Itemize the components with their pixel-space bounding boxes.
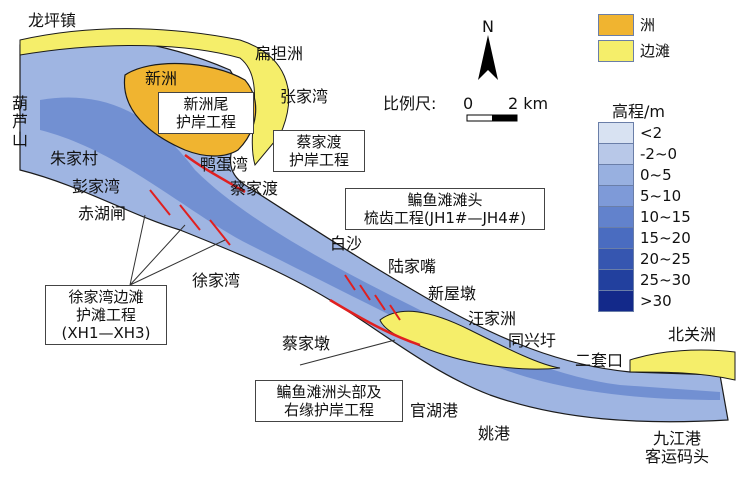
legend-elev-swatch [598,143,634,165]
legend-elev-swatch [598,164,634,186]
legend-elev-swatch [598,248,634,270]
label-tongxingyu: 同兴圩 [508,331,557,350]
river-deep-channel [40,97,720,400]
legend-elev-swatch [598,227,634,249]
legend-elev-label: 15~20 [640,229,691,247]
legend-elev-swatch [598,269,634,291]
label-zhangjiawan: 张家湾 [280,87,329,106]
label-beiguanzhou: 北关洲 [668,325,717,344]
legend-elev-swatch [598,206,634,228]
label-wangjiazhou: 汪家洲 [468,309,517,328]
legend-elev-title: 高程/m [612,102,665,121]
leader-lines [129,214,396,366]
callout-bianyu-head: 鳊鱼滩滩头 梳齿工程(JH1#—JH4#) [345,188,545,230]
north-arrow-icon [478,35,498,80]
legend-elev-label: -2~0 [640,145,678,163]
callout-xujiawan-work: 徐家湾边滩 护滩工程 (XH1—XH3) [45,285,167,345]
label-hulu: 葫 芦 山 [12,94,29,149]
label-caijiadun: 蔡家墩 [282,334,331,353]
legend-elev-label: 20~25 [640,250,691,268]
label-xinzhou: 新洲 [145,69,178,88]
legend-land-swatch-biantan [598,40,634,62]
scale-two: 2 km [508,94,549,113]
north-label: N [482,17,494,36]
groyne-xh [149,189,231,246]
legend-land-swatch-zhou [598,14,634,36]
groyne-jh [344,274,401,321]
label-chihuzha: 赤湖闸 [78,204,127,223]
legend-elev-label: 10~15 [640,208,691,226]
revetment-bianyu [329,298,421,347]
legend-elev-label: 0~5 [640,166,672,184]
label-zhujiacun: 朱家村 [50,149,99,168]
label-jiujiang: 九江港 客运码头 [645,429,710,466]
sandbar-east [629,349,736,381]
label-caijiadu: 蔡家渡 [230,179,279,198]
label-guanhugang: 官湖港 [410,401,459,420]
legend-elev-label: <2 [640,124,663,142]
label-xinwudun: 新屋墩 [428,284,477,303]
legend-elev-label: 25~30 [640,271,691,289]
label-xujiawan: 徐家湾 [192,271,241,290]
label-biandanzhou: 扁担洲 [255,44,304,63]
bianyu-shoal [379,310,561,370]
label-yaogang: 姚港 [478,424,511,443]
callout-bianyu-zhou: 鳊鱼滩洲头部及 右缘护岸工程 [255,380,403,422]
label-ertaokou: 二套口 [575,351,624,370]
legend-land-label-zhou: 洲 [640,16,656,34]
label-lujiazui: 陆家嘴 [388,257,437,276]
legend-land: 洲 边滩 [598,12,708,62]
scale-zero: 0 [463,94,474,113]
revetment-xinzhouwei [184,153,246,194]
callout-xinzhouwei: 新洲尾 护岸工程 [158,92,254,134]
label-baisha: 白沙 [330,234,363,253]
legend-elev-label: 5~10 [640,187,682,205]
legend-elev-swatch [598,290,634,312]
label-pengjiawan: 彭家湾 [72,177,121,196]
legend-land-label-biantan: 边滩 [640,42,671,60]
sandbar-north [19,28,290,167]
legend-elev-label: >30 [640,292,672,310]
legend-elev-swatch [598,185,634,207]
legend-elev-swatch [598,122,634,144]
scale-label: 比例尺: [383,94,437,113]
label-yadanwan: 鸭蛋湾 [200,155,249,174]
callout-caijiadu-work: 蔡家渡 护岸工程 [273,130,365,172]
legend-elev: <2 -2~0 0~5 5~10 10~15 15~20 20~25 25~30 >30 [598,122,738,322]
label-longping: 龙坪镇 [28,11,77,30]
